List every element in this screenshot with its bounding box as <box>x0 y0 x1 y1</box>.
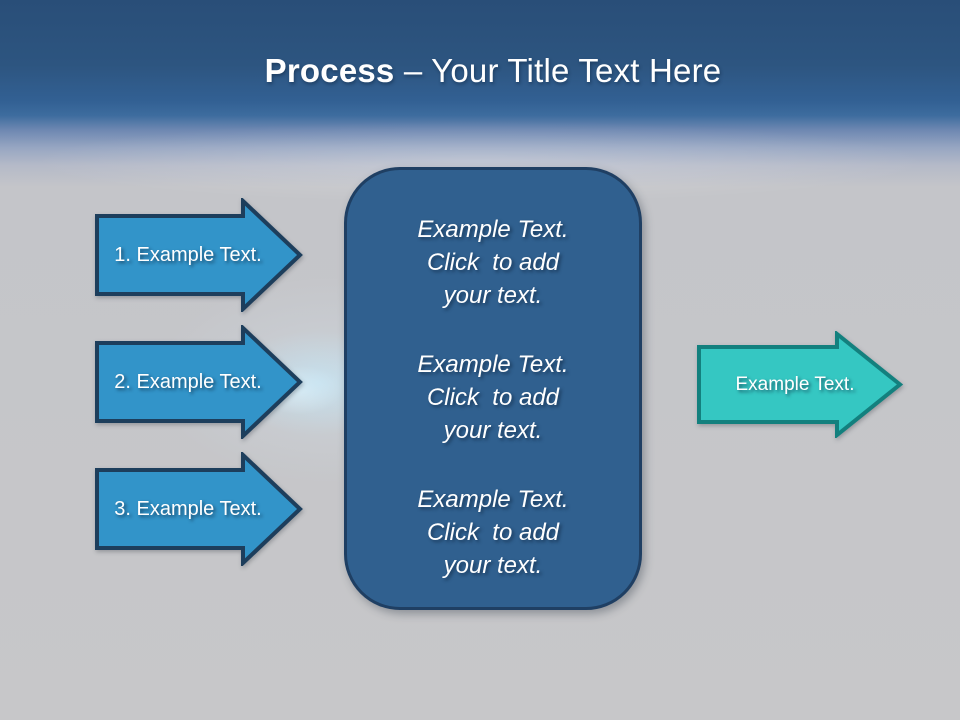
title-keyword: Process <box>264 52 395 89</box>
slide-title[interactable]: Process – Your Title Text Here <box>0 52 960 90</box>
right-arrow-shape-icon <box>95 325 303 439</box>
panel-paragraph-3[interactable]: Example Text. Click to add your text. <box>417 486 569 579</box>
right-arrow-shape-icon <box>697 331 903 438</box>
process-step-arrow-1[interactable]: 1. Example Text. <box>95 198 303 312</box>
panel-paragraph-1[interactable]: Example Text. Click to add your text. <box>417 216 569 309</box>
right-arrow-shape-icon <box>95 452 303 566</box>
process-step-arrow-2[interactable]: 2. Example Text. <box>95 325 303 439</box>
title-subtitle-text: – Your Title Text Here <box>394 52 722 89</box>
right-arrow-shape-icon <box>95 198 303 312</box>
panel-paragraph-2[interactable]: Example Text. Click to add your text. <box>417 351 569 444</box>
process-step-arrow-3[interactable]: 3. Example Text. <box>95 452 303 566</box>
center-text-panel[interactable]: Example Text. Click to add your text. Ex… <box>344 167 642 610</box>
result-arrow[interactable]: Example Text. <box>697 331 903 438</box>
